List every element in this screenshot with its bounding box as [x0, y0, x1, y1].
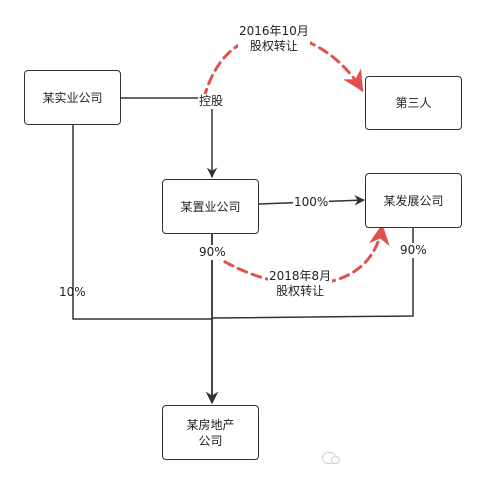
label-pct-90-left: 90% — [198, 245, 227, 260]
label-pct-10: 10% — [59, 285, 86, 299]
node-development-company-label: 某发展公司 — [383, 193, 444, 208]
node-development-company: 某发展公司 — [365, 173, 462, 228]
node-property-company-label: 某置业公司 — [180, 199, 241, 214]
node-industrial-company: 某实业公司 — [24, 70, 121, 125]
node-property-company: 某置业公司 — [162, 179, 259, 234]
label-pct-100: 100% — [293, 195, 330, 210]
label-transfer-2016-text: 股权转让 — [249, 39, 298, 53]
label-transfer-2018: 2018年8月 股权转让 — [268, 269, 333, 299]
node-industrial-company-label: 某实业公司 — [42, 90, 103, 105]
edge-control — [120, 97, 218, 179]
label-control: 控股 — [198, 94, 225, 109]
label-transfer-2016-date: 2016年10月 — [239, 24, 309, 38]
node-third-party-label: 第三人 — [395, 96, 432, 110]
label-pct-90-right: 90% — [399, 243, 428, 258]
label-transfer-2016: 2016年10月 股权转让 — [238, 24, 310, 54]
node-real-estate-company-label: 某房地产公司 — [186, 417, 235, 448]
wechat-icon — [322, 452, 340, 464]
node-real-estate-company: 某房地产公司 — [162, 405, 259, 460]
edge-industrial-to-real-estate — [72, 124, 212, 320]
node-third-party: 第三人 — [365, 76, 462, 130]
watermark — [322, 452, 340, 464]
label-transfer-2018-date: 2018年8月 — [269, 269, 332, 283]
label-transfer-2018-text: 股权转让 — [276, 284, 325, 298]
